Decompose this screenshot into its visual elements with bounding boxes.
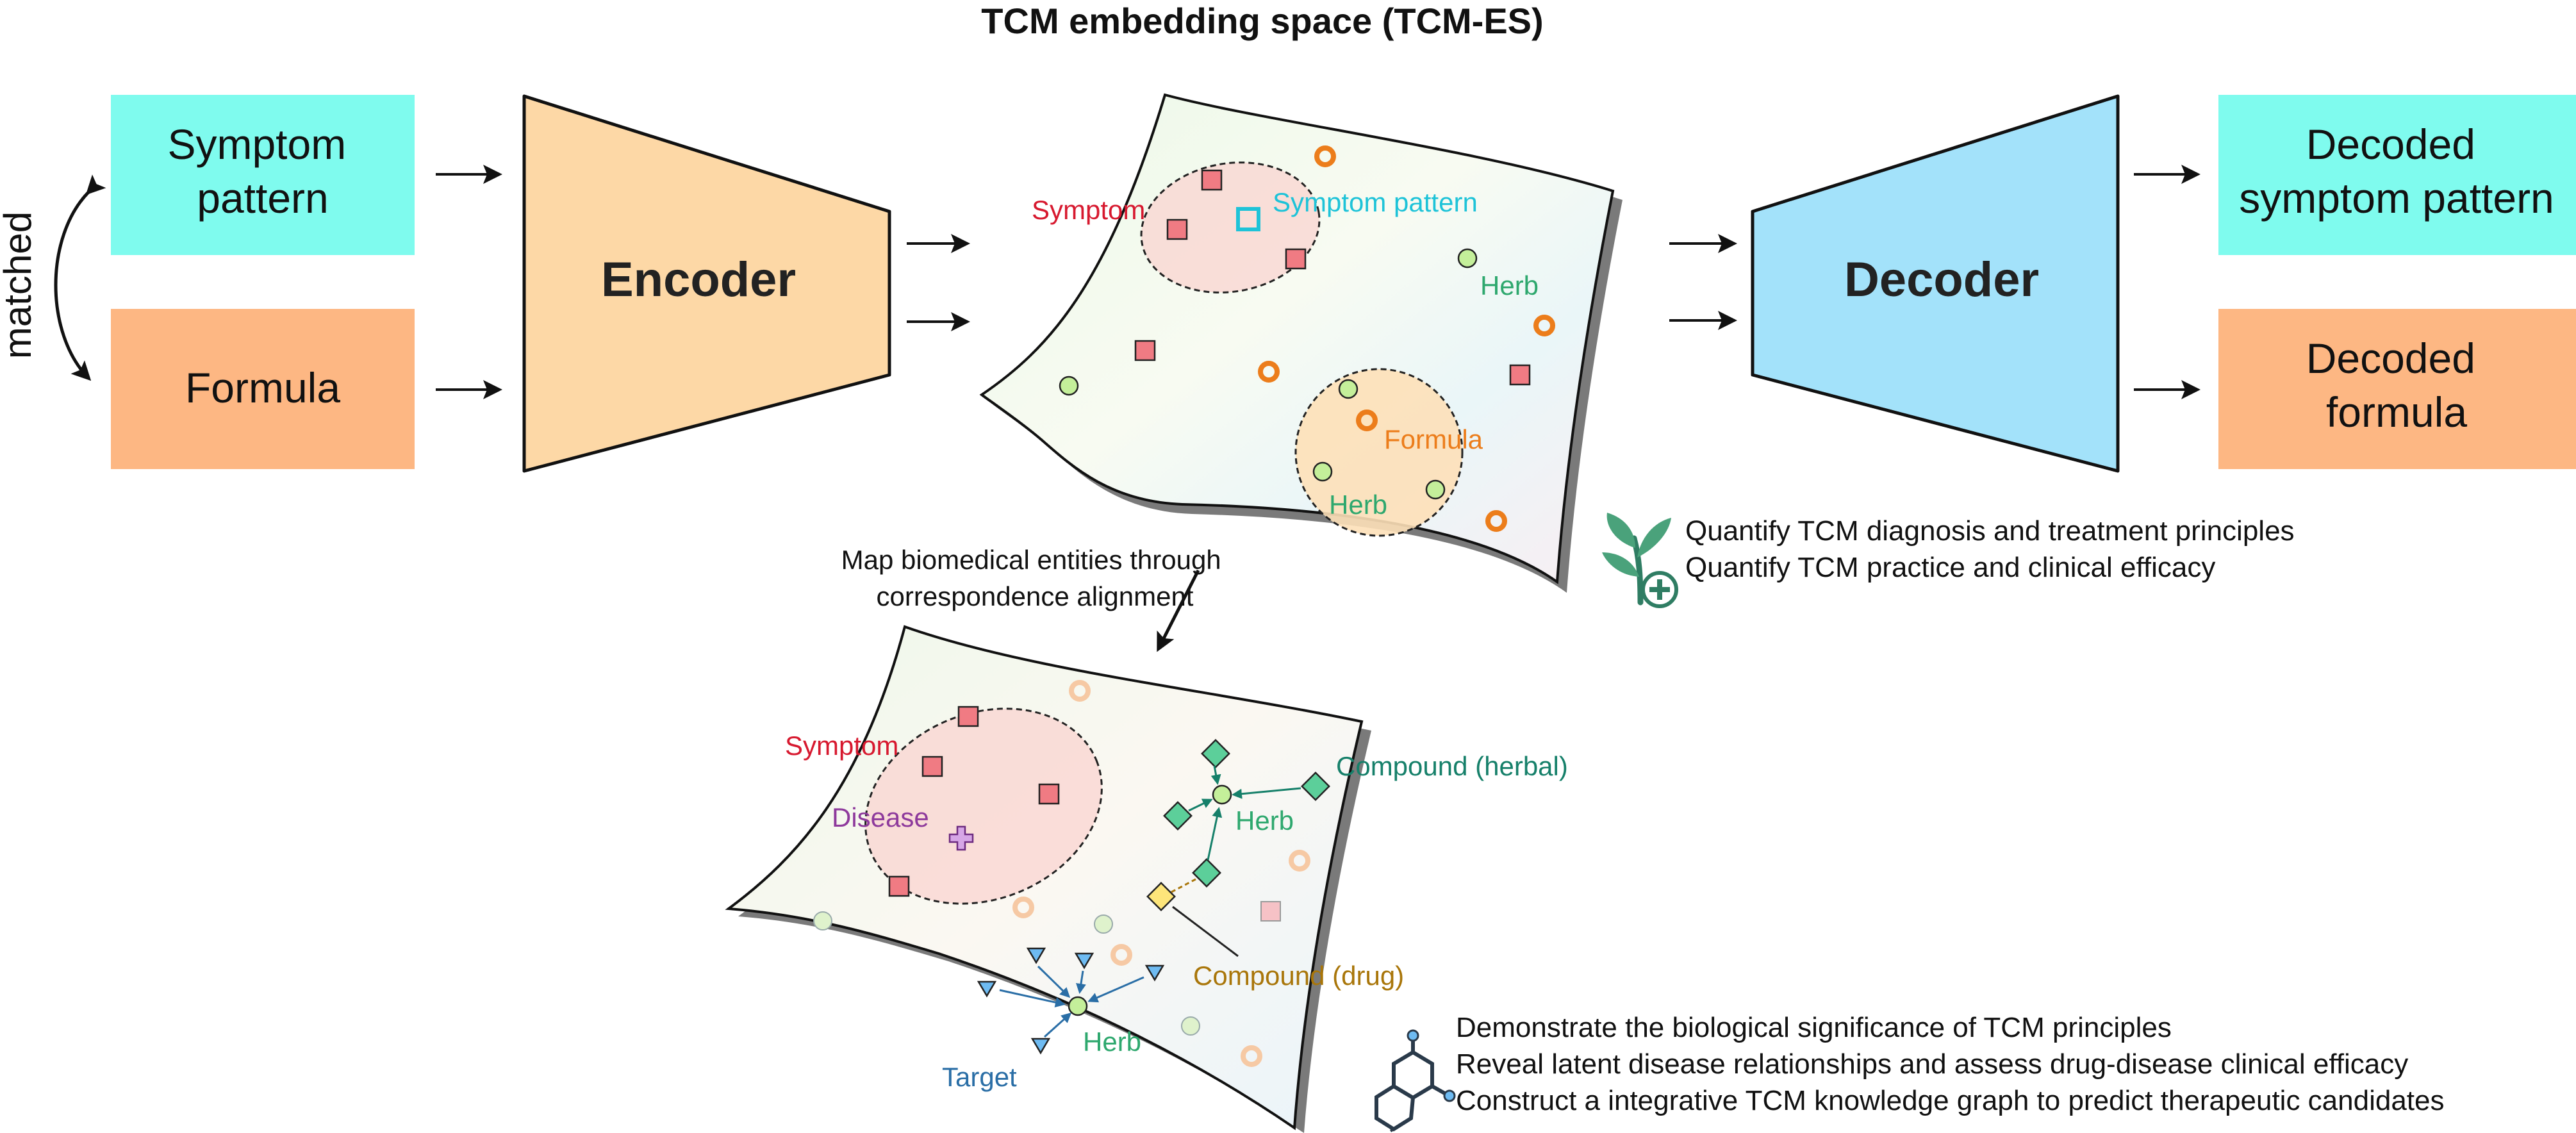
decoder-label: Decoder <box>1844 252 2039 307</box>
encoder-block <box>522 94 891 473</box>
decoded-symptom-pattern-label: Decoded symptom pattern <box>2239 120 2554 222</box>
target-triangle <box>1144 964 1165 982</box>
herb-dot <box>1425 479 1446 500</box>
compound-to-herb-arrow <box>1188 798 1213 812</box>
symptom-square <box>1166 219 1188 240</box>
herb-dot <box>1212 784 1232 805</box>
formula-ring-faded <box>1069 680 1091 702</box>
formula-ring <box>1314 145 1336 167</box>
herb-dot-faded <box>1094 914 1113 934</box>
decoder-block <box>1751 94 2120 473</box>
compound-herbal-label: Compound (herbal) <box>1336 751 1568 781</box>
symptom-square-faded <box>1260 901 1281 922</box>
herb-dot <box>1338 379 1358 399</box>
symptom-square <box>1509 364 1531 386</box>
matched-label: matched <box>0 211 39 359</box>
symptom-square <box>1201 169 1223 191</box>
herb-dot <box>1059 376 1079 396</box>
compound-to-herb-arrow <box>1210 765 1221 785</box>
herb-dot-faded <box>813 911 832 930</box>
mapping-arrow <box>1157 569 1200 652</box>
symptom-square <box>1038 783 1060 805</box>
symptom-square <box>888 875 910 897</box>
herb-lower-label: Herb <box>1083 1027 1141 1057</box>
top-application-1: Quantify TCM diagnosis and treatment pri… <box>1685 515 2295 547</box>
decoded-formula-label: Decoded formula <box>2306 335 2488 436</box>
formula-cluster-label: Formula <box>1384 424 1483 454</box>
disease-cross-icon <box>948 825 974 851</box>
decoded-symptom-pattern-box <box>2218 95 2576 255</box>
symptom-pattern-input-box <box>111 95 415 255</box>
symptom-square <box>957 706 979 727</box>
formula-ring-faded <box>1289 850 1310 872</box>
herb-medicine-icon <box>1602 513 1678 608</box>
herb-dot <box>1457 248 1478 269</box>
target-label: Target <box>942 1062 1017 1092</box>
compound-herbal-diamond <box>1192 858 1221 888</box>
target-triangle <box>1030 1038 1051 1055</box>
symptom-square <box>921 756 943 777</box>
symptom-pattern-square <box>1236 207 1260 231</box>
herb-dot-faded <box>1181 1016 1200 1036</box>
herb-dot <box>1068 996 1088 1016</box>
tcm-embedding-space: Symptom Symptom pattern Herb Formula Her… <box>979 93 1622 593</box>
target-to-herb-arrow <box>1087 976 1144 1003</box>
embedding-sheet <box>979 93 1615 584</box>
compound-to-herb-arrow <box>1232 787 1301 799</box>
target-triangle <box>1074 952 1094 970</box>
bio-symptom-label: Symptom <box>785 731 898 761</box>
symptom-square <box>1285 248 1307 270</box>
target-to-herb-arrow <box>1043 1012 1072 1038</box>
symptom-square <box>1134 340 1156 361</box>
formula-ring <box>1258 361 1280 383</box>
symptom-cluster <box>1140 161 1321 294</box>
biomedical-embedding-space: Symptom Disease Compound (herbal) Herb C… <box>725 625 1568 1133</box>
page-title: TCM embedding space (TCM-ES) <box>981 1 1543 41</box>
target-triangle <box>1026 947 1046 964</box>
compound-drug-diamond <box>1146 882 1176 911</box>
formula-ring-faded <box>1012 897 1034 918</box>
bottom-application-3: Construct a integrative TCM knowledge gr… <box>1456 1085 2445 1116</box>
compound-herbal-diamond <box>1301 772 1330 801</box>
compound-to-herb-arrow <box>1207 807 1223 861</box>
formula-ring <box>1356 409 1378 431</box>
compound-drug-label: Compound (drug) <box>1193 961 1404 991</box>
formula-ring-faded <box>1110 944 1132 966</box>
formula-cluster <box>1294 368 1464 537</box>
herb-upper-label: Herb <box>1235 806 1294 836</box>
symptom-label: Symptom <box>1032 195 1145 225</box>
encoder-label: Encoder <box>601 252 796 307</box>
formula-input-label: Formula <box>185 364 340 411</box>
symptom-pattern-label: Symptom pattern <box>1273 187 1478 217</box>
top-application-2: Quantify TCM practice and clinical effic… <box>1685 552 2215 583</box>
molecule-icon <box>1375 1029 1456 1132</box>
formula-ring-faded <box>1241 1045 1262 1067</box>
symptom-pattern-input-label: Symptom pattern <box>167 120 358 222</box>
formula-ring <box>1533 315 1555 336</box>
bottom-application-1: Demonstrate the biological significance … <box>1456 1012 2172 1043</box>
formula-ring <box>1485 510 1507 532</box>
target-triangle <box>977 980 997 998</box>
target-to-herb-arrow <box>1076 970 1086 994</box>
compound-herbal-diamond <box>1201 739 1230 768</box>
herb-cluster-label: Herb <box>1329 490 1387 520</box>
target-to-herb-arrow <box>999 989 1066 1008</box>
mapping-caption: Map biomedical entities through correspo… <box>841 545 1229 611</box>
compound-herbal-diamond <box>1163 801 1193 831</box>
herb-dot <box>1312 461 1333 482</box>
formula-input-box <box>111 309 415 469</box>
herb-label: Herb <box>1480 270 1539 301</box>
target-to-herb-arrow <box>1037 965 1071 998</box>
disease-label: Disease <box>832 802 929 832</box>
drug-label-pointer <box>1172 906 1239 957</box>
bottom-application-2: Reveal latent disease relationships and … <box>1456 1048 2408 1080</box>
decoded-formula-box <box>2218 309 2576 469</box>
matched-double-arrow <box>54 174 106 381</box>
